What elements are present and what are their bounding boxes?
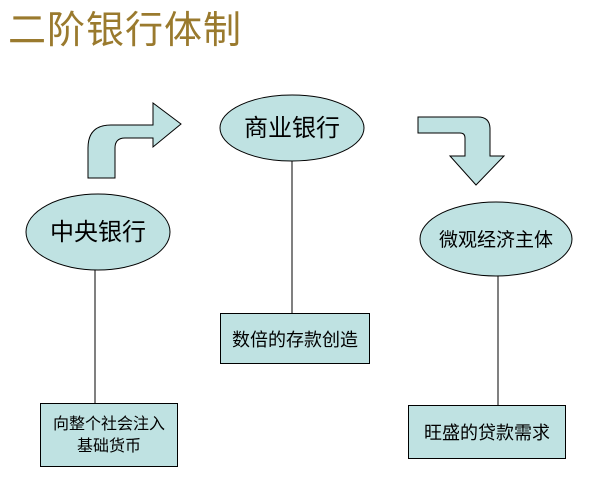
right-down-arrow-icon xyxy=(417,116,506,186)
commercial-bank-label: 商业银行 xyxy=(244,114,340,142)
central-bank-label: 中央银行 xyxy=(50,218,146,246)
loan-demand-label: 旺盛的贷款需求 xyxy=(424,423,550,444)
loan-demand-box: 旺盛的贷款需求 xyxy=(408,405,566,459)
base-money-line-2: 基础货币 xyxy=(76,436,141,455)
deposit-creation-box: 数倍的存款创造 xyxy=(220,313,370,364)
central-bank-node: 中央银行 xyxy=(25,193,171,271)
micro-entity-node: 微观经济主体 xyxy=(419,201,573,277)
base-money-line-1: 向整个社会注入 xyxy=(52,414,165,434)
commercial-bank-node: 商业银行 xyxy=(219,94,365,162)
up-right-arrow-icon xyxy=(87,102,182,179)
page-title: 二阶银行体制 xyxy=(8,8,243,52)
micro-entity-label: 微观经济主体 xyxy=(439,229,553,251)
deposit-creation-label: 数倍的存款创造 xyxy=(232,329,358,351)
base-money-box: 向整个社会注入 基础货币 xyxy=(40,403,178,467)
